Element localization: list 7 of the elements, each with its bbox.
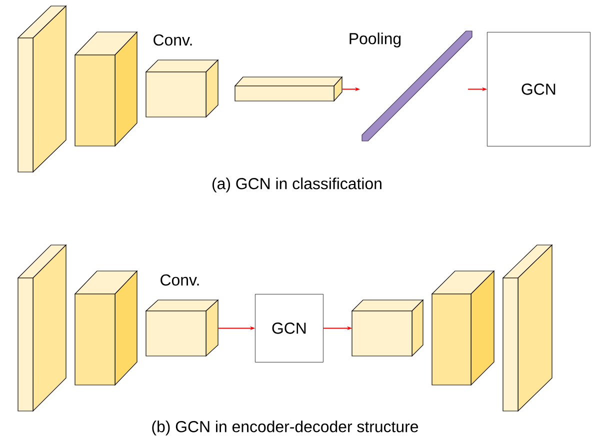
gcn-box: GCN (255, 294, 324, 362)
layer-label: Conv. (160, 274, 199, 286)
caption: (a) GCN in classification (212, 178, 382, 192)
layer-label: Pooling (350, 32, 401, 48)
layer-label: Conv. (154, 34, 192, 46)
caption: (b) GCN in encoder-decoder structure (152, 420, 418, 436)
gcn-box: GCN (487, 32, 590, 146)
